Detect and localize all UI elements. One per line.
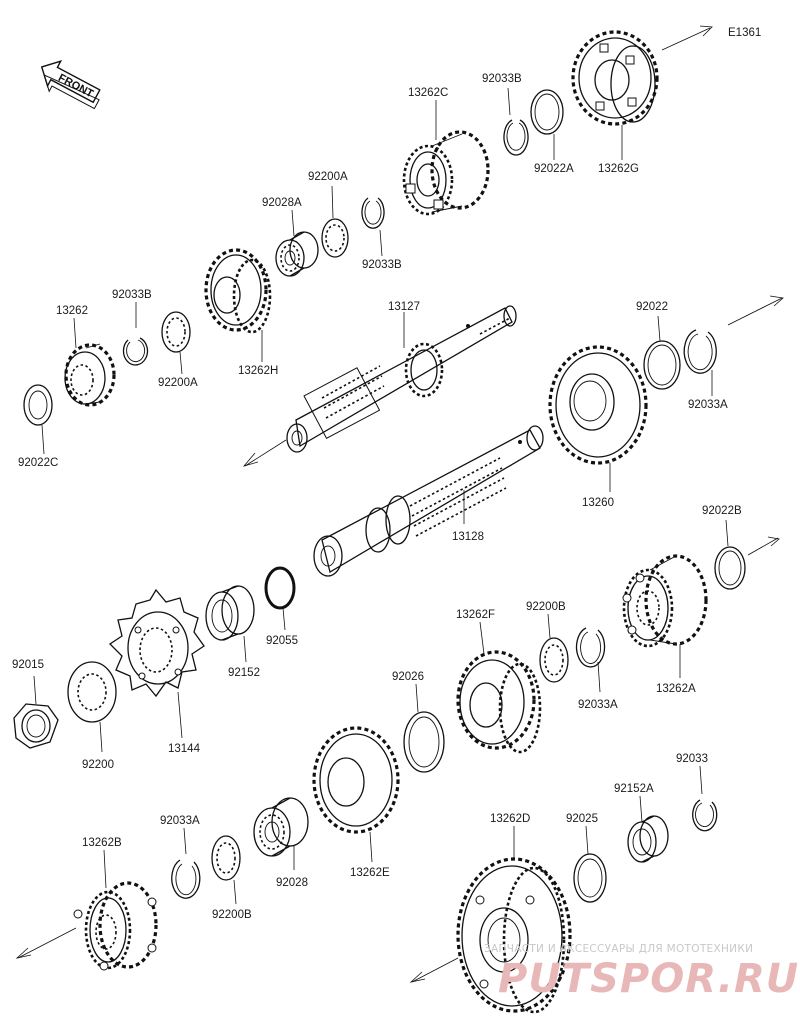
- bearing-92028A: [275, 231, 319, 277]
- bearing-92028: [253, 797, 309, 857]
- label-13262A: 13262A: [656, 683, 696, 695]
- label-92022: 92022: [636, 301, 668, 313]
- washer-92026: [403, 711, 445, 773]
- gear-13262H: [204, 248, 272, 334]
- label-92055: 92055: [266, 635, 298, 647]
- washer-92200B-low: [211, 835, 241, 881]
- gear-13262F: [456, 650, 542, 754]
- label-92028: 92028: [276, 877, 308, 889]
- shaft-13128: [313, 425, 544, 577]
- gear-13262: [64, 343, 116, 407]
- label-92152: 92152: [228, 667, 260, 679]
- label-13262H: 13262H: [238, 365, 278, 377]
- washer-92022A: [530, 89, 564, 135]
- label-92033: 92033: [676, 753, 708, 765]
- gear-13262E: [312, 726, 400, 834]
- washer-92022C: [23, 384, 53, 426]
- label-92022B: 92022B: [702, 505, 742, 517]
- watermark-tagline: ЗАПЧАСТИ И АКСЕССУАРЫ ДЛЯ МОТОТЕХНИКИ: [484, 943, 753, 955]
- label-13262: 13262: [56, 305, 88, 317]
- label-92200B-mid: 92200B: [526, 601, 566, 613]
- gear-13262B: [73, 881, 158, 971]
- circlip-92033A-right: [683, 329, 717, 374]
- circlip-92033A-low: [171, 859, 201, 899]
- label-92022C: 92022C: [18, 457, 58, 469]
- washer-92022B: [714, 546, 746, 590]
- label-13127: 13127: [388, 301, 420, 313]
- circlip-92033B-mid: [361, 197, 385, 229]
- collar-92152A: [627, 815, 669, 863]
- sprocket-13144: [108, 588, 205, 698]
- assembly-axis-lines: [15, 25, 784, 983]
- washer-92025: [573, 853, 607, 903]
- label-13262D: 13262D: [490, 813, 530, 825]
- shaft-13127: [286, 305, 517, 453]
- nut-92015: [13, 703, 59, 749]
- label-92200A-top: 92200A: [308, 171, 348, 183]
- circlip-92033A-mid: [575, 627, 606, 668]
- label-92200B-low: 92200B: [212, 909, 252, 921]
- gear-13262A: [622, 554, 708, 648]
- label-92033B-top: 92033B: [482, 73, 522, 85]
- circlip-92033: [692, 799, 718, 832]
- label-92033B-mid: 92033B: [362, 259, 402, 271]
- label-92015: 92015: [12, 659, 44, 671]
- washer-92200A-top: [321, 218, 349, 258]
- label-92025: 92025: [566, 813, 598, 825]
- label-92033A-low: 92033A: [160, 815, 200, 827]
- circlip-92033B-top: [503, 119, 529, 156]
- label-92022A: 92022A: [534, 163, 574, 175]
- washer-92200: [67, 661, 117, 723]
- gear-13262G: [571, 30, 659, 126]
- label-92033A-mid: 92033A: [578, 699, 618, 711]
- diagram-code: E1361: [728, 27, 761, 39]
- label-92200: 92200: [82, 759, 114, 771]
- front-direction-icon: FRONT: [40, 60, 101, 110]
- label-13262C: 13262C: [408, 87, 448, 99]
- circlip-92033B-left: [122, 337, 149, 366]
- label-13128: 13128: [452, 531, 484, 543]
- label-13262F: 13262F: [456, 609, 495, 621]
- washer-92022: [643, 340, 681, 390]
- label-92033B-left: 92033B: [112, 289, 152, 301]
- label-13262B: 13262B: [82, 837, 122, 849]
- label-13260: 13260: [582, 497, 614, 509]
- gear-13260: [548, 345, 648, 465]
- label-13144: 13144: [168, 743, 201, 755]
- label-92026: 92026: [392, 671, 424, 683]
- washer-92200B-mid: [539, 637, 569, 683]
- label-13262G: 13262G: [598, 163, 639, 175]
- collar-92152: [205, 585, 255, 641]
- washer-92200A-left: [161, 311, 191, 353]
- watermark-logo: PUTSPOR.RU: [498, 956, 799, 1002]
- label-92033A-right: 92033A: [688, 399, 728, 411]
- gear-13262C: [402, 130, 490, 216]
- label-13262E: 13262E: [350, 867, 390, 879]
- label-92200A-left: 92200A: [158, 377, 198, 389]
- oring-92055: [264, 566, 296, 610]
- label-92028A: 92028A: [262, 197, 302, 209]
- label-92152A: 92152A: [614, 783, 654, 795]
